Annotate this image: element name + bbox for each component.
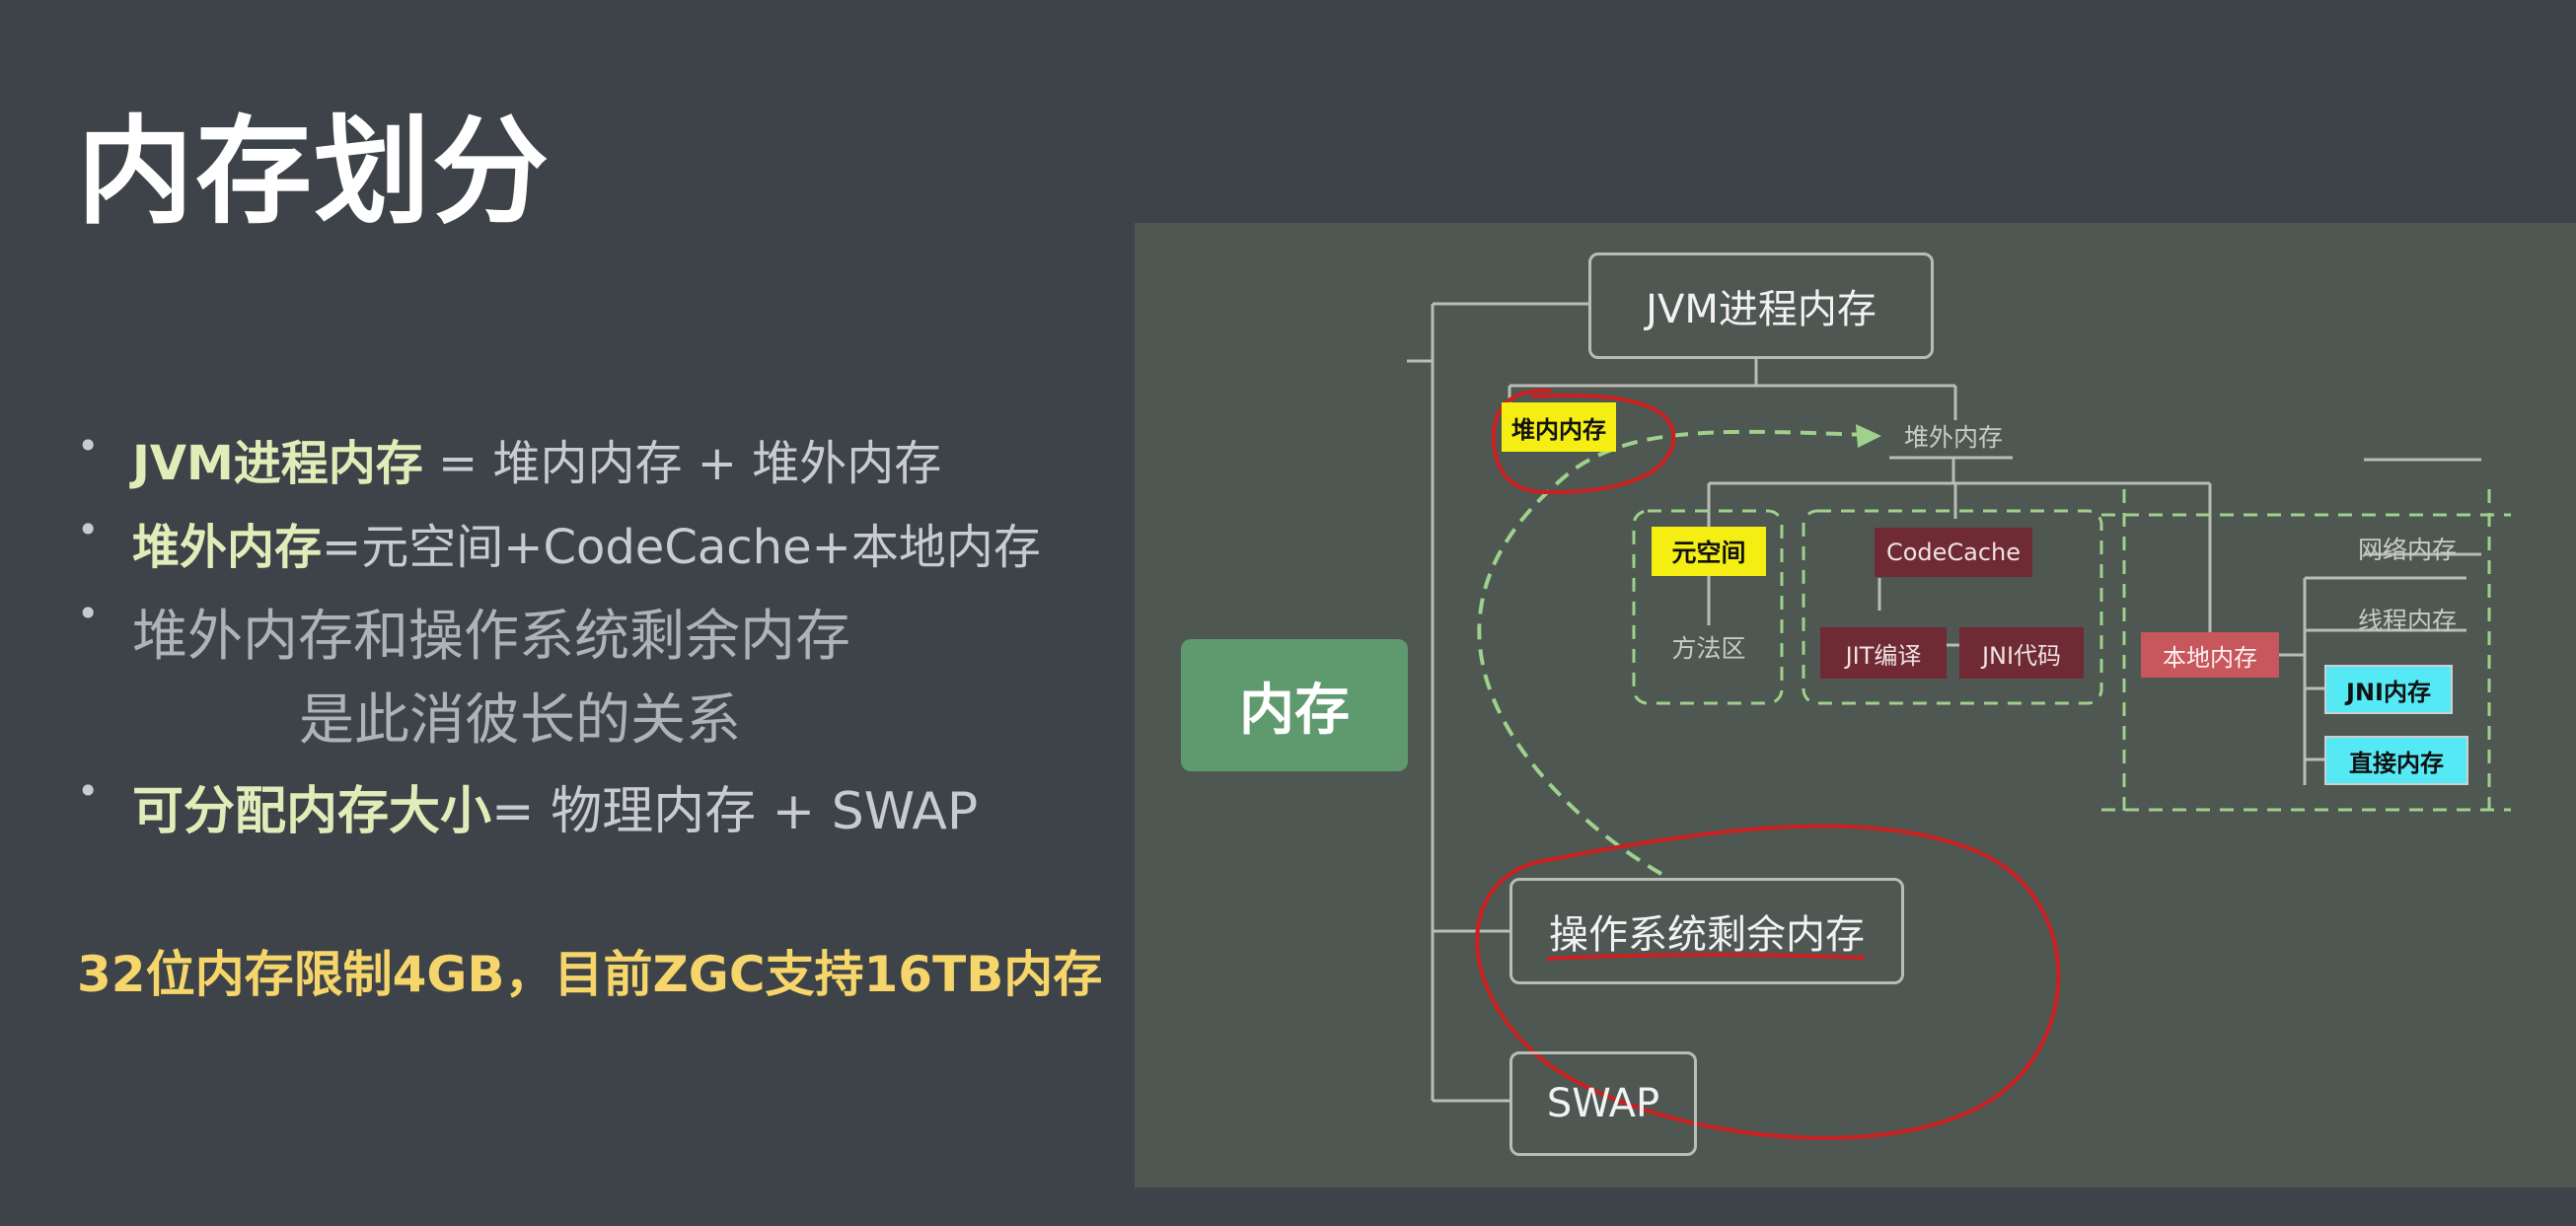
- bullet-dot: •: [77, 769, 100, 813]
- memory-limit-note: 32位内存限制4GB，目前ZGC支持16TB内存: [77, 946, 1103, 1003]
- bullet-allocatable-def: = 物理内存 + SWAP: [491, 782, 979, 841]
- bullet-offheap-def: =元空间+CodeCache+本地内存: [322, 520, 1041, 575]
- codecache-group: [1802, 509, 2103, 705]
- connector-level1: [1433, 302, 1588, 1103]
- swap-node: SWAP: [1509, 1051, 1697, 1156]
- method-area-label: 方法区: [1671, 634, 1746, 663]
- heap-circle: [1491, 388, 1676, 495]
- jit-compile-tag: JIT编译: [1820, 627, 1947, 679]
- bullet-allocatable-term: 可分配内存大小: [132, 782, 492, 841]
- diagram-connectors: [1407, 302, 2511, 1140]
- metaspace-group: [1632, 509, 1784, 705]
- metaspace-tag: 元空间: [1652, 527, 1766, 576]
- heap-memory-tag: 堆内内存: [1502, 402, 1616, 452]
- direct-memory-tag: 直接内存: [2324, 736, 2468, 785]
- os-remaining-memory-node: 操作系统剩余内存: [1509, 878, 1904, 984]
- offheap-memory-label: 堆外内存: [1903, 423, 2003, 452]
- bullet-dot: •: [77, 508, 100, 551]
- connector-native: [2279, 576, 2466, 785]
- network-memory-label: 网络内存: [2357, 536, 2457, 564]
- bullet-jvm-memory-def: = 堆内内存 + 堆外内存: [422, 436, 942, 491]
- os-memory-circle: [1475, 824, 2061, 1140]
- bullet-dot: •: [77, 424, 100, 468]
- tradeoff-arrow: [1477, 429, 1871, 876]
- connector-offheap: [1707, 456, 2212, 637]
- jvm-process-memory-node: JVM进程内存: [1588, 252, 1934, 359]
- memory-diagram: 内存 JVM进程内存 堆内内存 堆外内存 元空间 方法区 CodeCache J…: [1135, 223, 2576, 1188]
- codecache-tag: CodeCache: [1875, 528, 2032, 577]
- bullet-tradeoff-line1: 堆外内存和操作系统剩余内存: [132, 605, 850, 669]
- bullet-offheap-term: 堆外内存: [132, 520, 323, 575]
- jni-memory-tag: JNI内存: [2324, 665, 2453, 714]
- bullet-jvm-memory-term: JVM进程内存: [132, 436, 423, 491]
- page-title: 内存划分: [77, 104, 552, 240]
- bullet-dot: •: [77, 592, 100, 635]
- memory-root-node: 内存: [1181, 639, 1408, 771]
- bullet-tradeoff-line2: 是此消彼长的关系: [299, 688, 741, 753]
- os-memory-underline: [1546, 953, 1866, 961]
- jni-code-tag: JNI代码: [1959, 627, 2084, 679]
- connector-native-underline: [2364, 458, 2481, 556]
- thread-memory-label: 线程内存: [2357, 607, 2457, 635]
- connector-jvm: [1508, 359, 1957, 420]
- native-memory-tag: 本地内存: [2141, 632, 2279, 678]
- tradeoff-arrowhead: [1856, 424, 1881, 448]
